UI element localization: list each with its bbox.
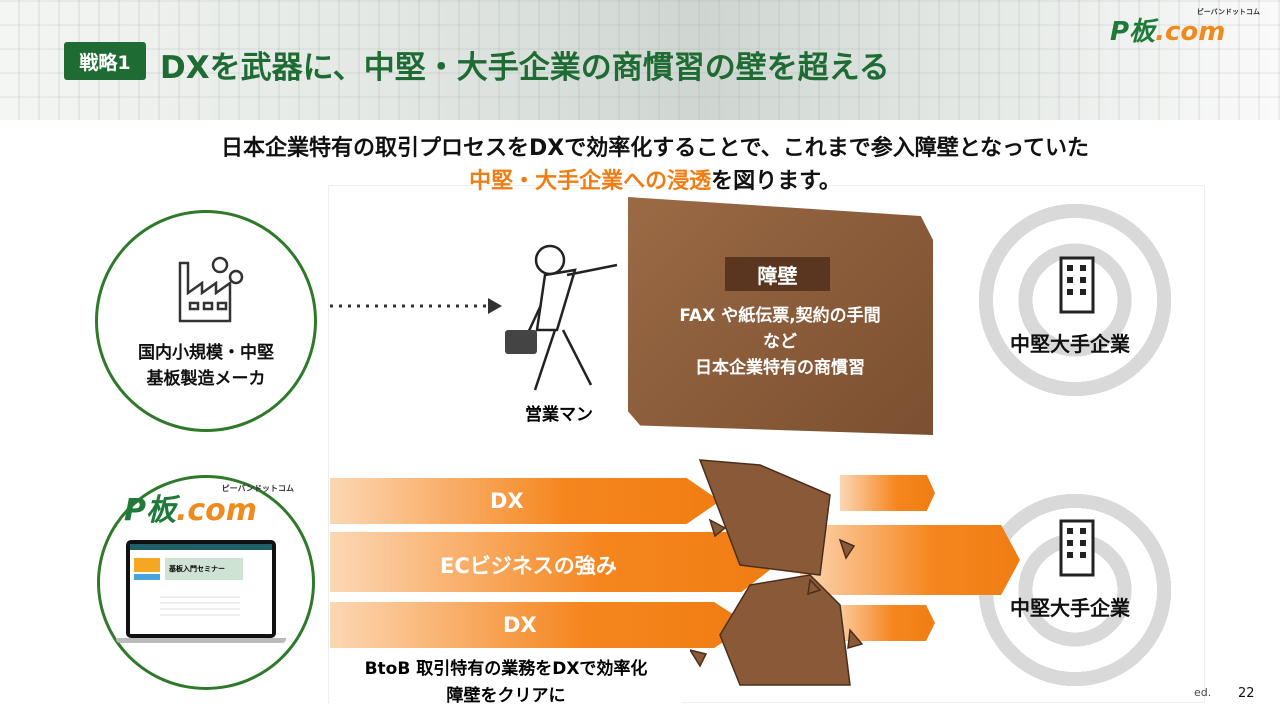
pcb-logo-kana: ピーバンドットコム: [221, 484, 294, 493]
logo-wordmark: P板.com: [1110, 17, 1260, 50]
maker-label-2: 基板製造メーカ: [146, 369, 266, 389]
company-logo: ピーバンドットコム P板.com: [1110, 8, 1260, 50]
pcb-logo-main: P板: [124, 493, 176, 528]
page-title: DXを武器に、中堅・大手企業の商慣習の壁を超える: [160, 50, 890, 86]
wall: [628, 197, 933, 435]
pcb-logo: ピーバンドットコム P板.com: [124, 484, 294, 532]
broken-wall: [690, 459, 864, 686]
factory-icon: [178, 256, 244, 323]
pcb-circle: ピーバンドットコム P板.com 基板入門セミナー: [97, 475, 315, 690]
salesman-label: 営業マン: [525, 405, 593, 425]
target-top-label: 中堅大手企業: [1010, 332, 1130, 356]
pcb-logo-dot: .com: [176, 493, 258, 528]
arrow-dx-1-label: DX: [490, 489, 524, 513]
pcb-logo-wordmark: P板.com: [124, 494, 294, 532]
arrow-dx-1: [330, 478, 720, 524]
wall-text: FAX や紙伝票,契約の手間 など 日本企業特有の商慣習: [635, 303, 925, 381]
target-bottom-label: 中堅大手企業: [1010, 596, 1130, 620]
arrow-small-2: [830, 605, 935, 641]
subtitle-line1: 日本企業特有の取引プロセスをDXで効率化することで、これまで参入障壁となっていた: [221, 136, 1089, 161]
logo-dot: .com: [1155, 17, 1226, 47]
wall-line2: など: [763, 332, 797, 352]
subtitle-highlight: 中堅・大手企業への浸透: [469, 169, 712, 194]
caption-line2: 障壁をクリアに: [446, 686, 566, 706]
building-icon: [1059, 256, 1095, 314]
maker-label-1: 国内小規模・中堅: [138, 343, 274, 363]
arrow-main-through: [800, 525, 1020, 595]
arrow-small-1: [840, 475, 935, 511]
wall-title: 障壁: [725, 257, 830, 291]
copyright-fragment: ed.: [1194, 686, 1212, 699]
arrow-ec-label: ECビジネスの強み: [440, 554, 617, 578]
wall-line3: 日本企業特有の商慣習: [695, 358, 865, 378]
arrow-dx-2-label: DX: [503, 613, 537, 637]
laptop-screen: 基板入門セミナー: [126, 540, 276, 638]
arrow-ec: [330, 532, 780, 592]
wall-line1: FAX や紙伝票,契約の手間: [679, 306, 881, 326]
building-icon: [1059, 519, 1095, 577]
subtitle-line2: 中堅・大手企業への浸透を図ります。: [0, 163, 1280, 195]
logo-kana: ピーバンドットコム: [1196, 8, 1260, 16]
screen-banner: 基板入門セミナー: [165, 558, 243, 580]
logo-main: P板: [1110, 17, 1156, 47]
header-background: [0, 0, 1280, 120]
bottom-caption: BtoB 取引特有の業務をDXで効率化 障壁をクリアに: [330, 656, 682, 710]
arrow-dx-2: [330, 602, 750, 648]
maker-circle: 国内小規模・中堅 基板製造メーカ: [95, 210, 317, 432]
page-number: 22: [1238, 686, 1255, 701]
subtitle-rest: を図ります。: [711, 169, 841, 194]
dotted-arrow: [330, 298, 502, 314]
salesman-icon: [505, 244, 618, 391]
caption-line1: BtoB 取引特有の業務をDXで効率化: [364, 659, 648, 679]
strategy-badge: 戦略1: [64, 42, 146, 80]
laptop-base: [116, 638, 286, 643]
